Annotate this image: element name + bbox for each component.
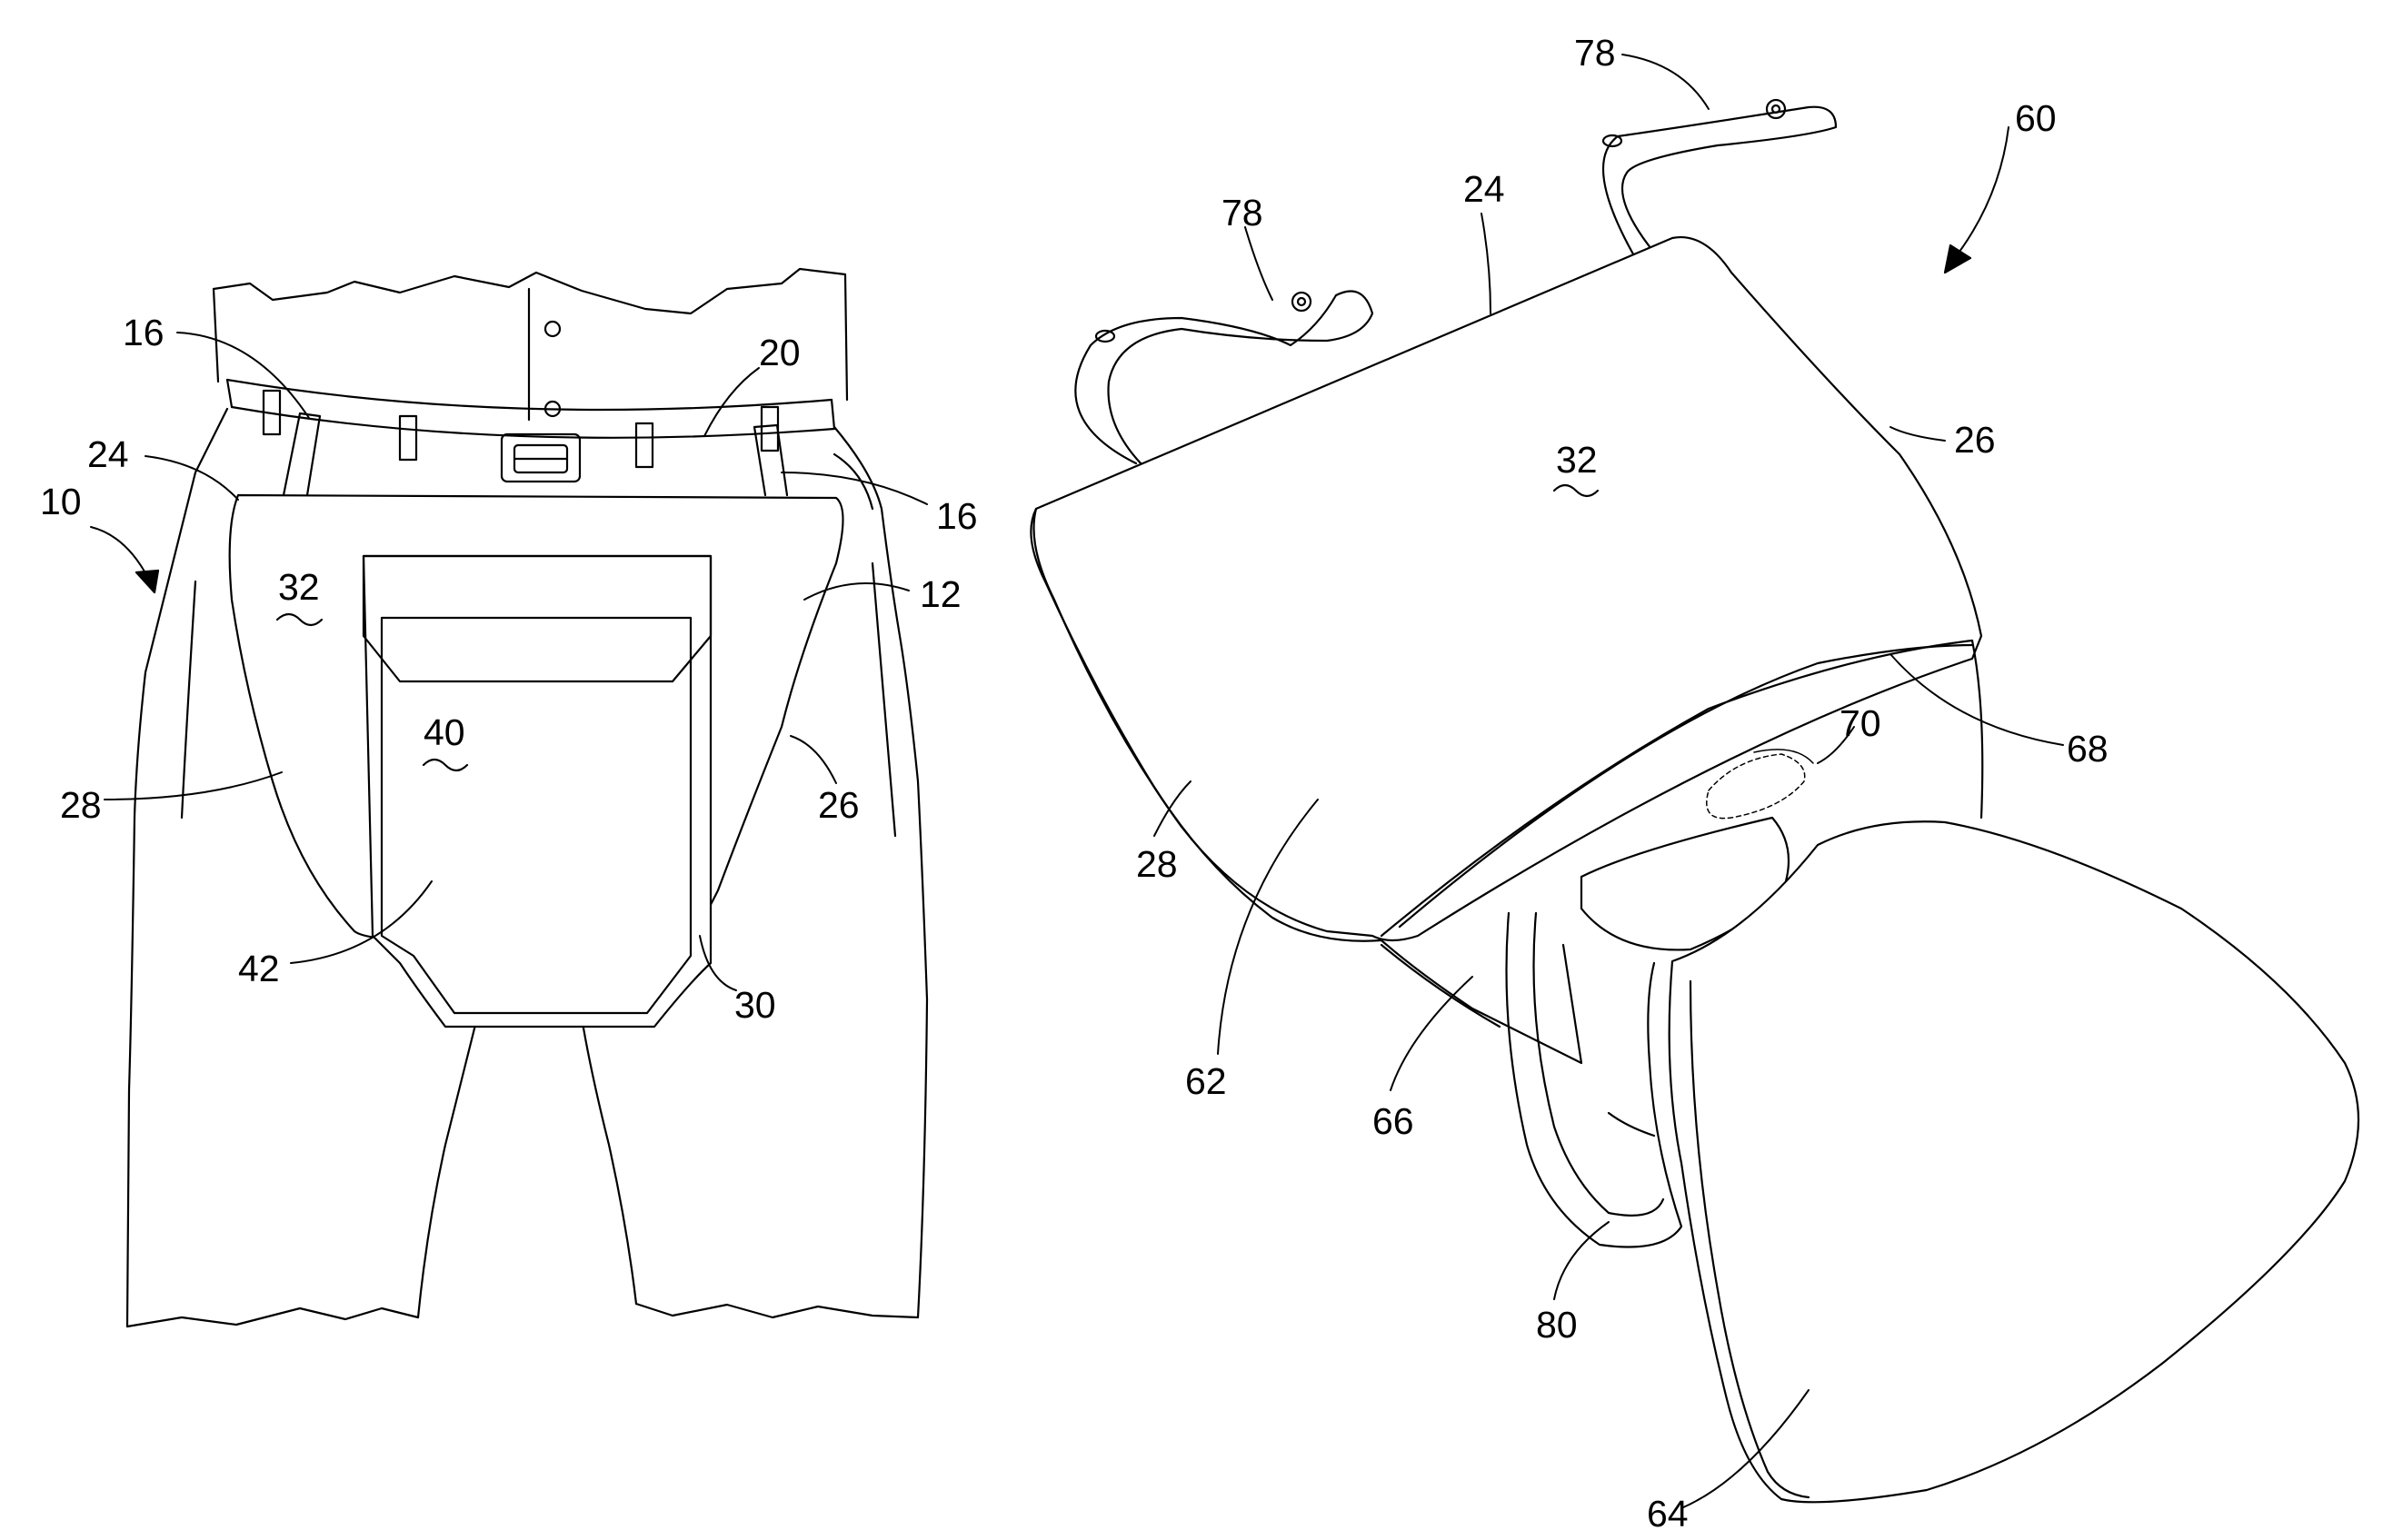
- belt-bottom: [232, 407, 834, 438]
- strap-loop-80c: [1609, 1113, 1654, 1136]
- label-40: 40: [424, 711, 465, 753]
- leader-16a: [177, 333, 309, 418]
- strap-left: [284, 413, 320, 495]
- pants-outer-left: [127, 409, 227, 1326]
- leader-20: [704, 368, 759, 436]
- label-30: 30: [734, 984, 776, 1026]
- pants-hem-left: [127, 1308, 418, 1326]
- leader-66: [1391, 977, 1472, 1090]
- leader-24: [145, 456, 238, 500]
- strap-right-back: [1603, 107, 1836, 263]
- right-figure-cup: [1031, 100, 2358, 1502]
- lower-flap-66: [1381, 940, 1581, 1063]
- belt-right-end: [832, 400, 834, 429]
- strap-right-snap: [1767, 100, 1785, 118]
- belt-left-end: [227, 380, 232, 407]
- label-24: 24: [87, 433, 129, 475]
- pants-inseam-right: [582, 1018, 636, 1304]
- leader-26r: [1890, 427, 1945, 441]
- leader-80: [1554, 1222, 1609, 1299]
- leader-26: [791, 736, 836, 783]
- label-62: 62: [1185, 1060, 1227, 1102]
- label-70: 70: [1840, 702, 1881, 744]
- label-16a: 16: [123, 312, 165, 353]
- label-78a: 78: [1574, 32, 1616, 74]
- leader-78a: [1622, 55, 1709, 109]
- label-68: 68: [2067, 728, 2109, 770]
- label-28: 28: [60, 784, 102, 826]
- belt-loop-2: [400, 416, 416, 460]
- leader-78b: [1245, 227, 1272, 300]
- label-32: 32: [278, 566, 320, 608]
- label-26: 26: [818, 784, 860, 826]
- leader-24r: [1481, 214, 1491, 313]
- strap-right: [754, 425, 787, 495]
- label-60: 60: [2015, 97, 2057, 139]
- strap-left-snap-inner: [1298, 298, 1305, 305]
- label-42: 42: [238, 948, 280, 989]
- shirt-outline: [214, 269, 847, 400]
- side-panel: [1972, 641, 1982, 818]
- arrow-60-head: [1945, 245, 1970, 273]
- label-26r: 26: [1954, 419, 1996, 461]
- strap-loop-80b: [1534, 913, 1664, 1216]
- strap-left-snap: [1292, 293, 1311, 311]
- label-24r: 24: [1463, 168, 1505, 210]
- belt-loop-4: [762, 407, 778, 451]
- pants-fold-left: [182, 581, 195, 818]
- pants-hem-right: [636, 1304, 918, 1317]
- left-figure-pants: [127, 269, 927, 1326]
- strap-left-loop: [1096, 331, 1114, 342]
- label-64: 64: [1647, 1493, 1689, 1535]
- label-66: 66: [1372, 1100, 1414, 1142]
- label-20: 20: [759, 332, 801, 373]
- label-32r: 32: [1556, 439, 1598, 481]
- patch-outline: [1754, 750, 1813, 763]
- shirt-left-side: [214, 289, 218, 382]
- label-28r: 28: [1136, 843, 1178, 885]
- belt-loop-3: [636, 423, 653, 467]
- label-16b: 16: [936, 495, 978, 537]
- back-flap-64: [1670, 821, 2358, 1502]
- label-10: 10: [40, 481, 82, 522]
- label-12: 12: [920, 573, 962, 615]
- shirt-button-upper: [545, 322, 560, 336]
- label-78b: 78: [1221, 192, 1263, 233]
- pants-inseam-left: [418, 1018, 477, 1317]
- arrow-10-head: [136, 571, 158, 592]
- pocket-outline: [364, 556, 711, 1027]
- pants-fold-right: [872, 563, 895, 836]
- pants-outer-right: [834, 427, 927, 1317]
- label-80: 80: [1536, 1304, 1578, 1346]
- arrow-60: [1954, 127, 2009, 259]
- leader-28: [105, 772, 282, 800]
